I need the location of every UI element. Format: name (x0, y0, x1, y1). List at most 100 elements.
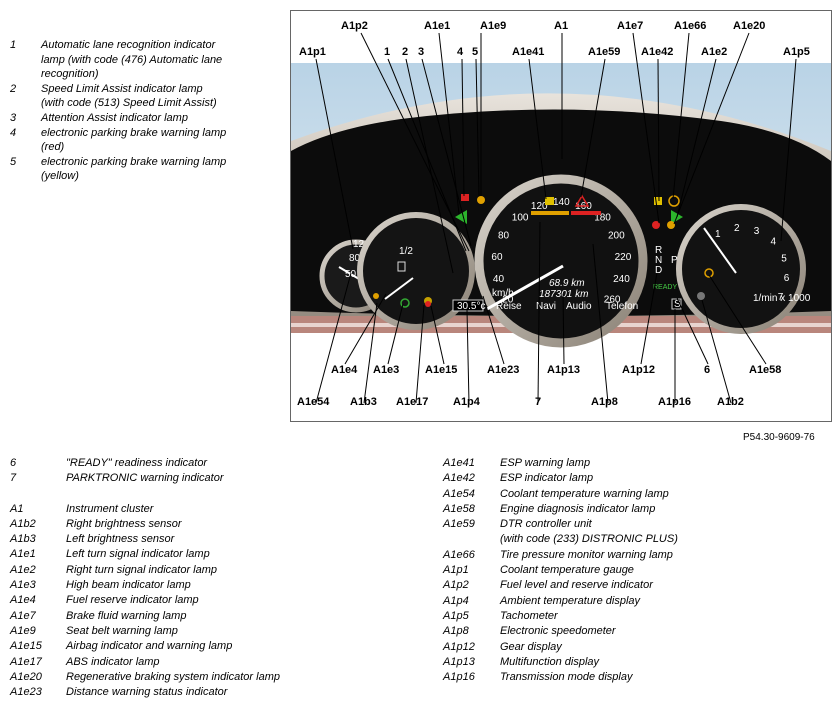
legend-code: A1e4 (10, 594, 36, 607)
tacho-tick-label: 3 (754, 226, 760, 237)
high-beam-lamp (400, 298, 410, 308)
menu-item-audio: Audio (566, 301, 592, 312)
legend-description: Instrument cluster (66, 502, 154, 515)
legend-description: Tire pressure monitor warning lamp (500, 548, 673, 561)
legend-text: Speed Limit Assist indicator lamp (41, 82, 203, 95)
legend-row: A1e4 Fuel reserve indicator lamp (10, 593, 280, 608)
ready-indicator: READY (653, 284, 677, 291)
legend-item-3: 3 Attention Assist indicator lamp (10, 111, 280, 126)
fuel-gauge (357, 212, 475, 330)
legend-text: (with code (513) Speed Limit Assist) (41, 97, 217, 110)
airbag-lamp (425, 301, 431, 307)
legend-code: A1p2 (443, 579, 469, 592)
legend-text: (yellow) (41, 170, 79, 183)
brake-fluid-lamp (652, 221, 660, 229)
legend-row: A1p8 Electronic speedometer (443, 624, 678, 639)
legend-code: A1e23 (10, 686, 42, 699)
legend-code: A1p16 (443, 671, 475, 684)
label-6: 6 (704, 364, 710, 376)
label-A1e41: A1e41 (512, 46, 544, 58)
label-4: 4 (457, 46, 464, 58)
label-A1e20: A1e20 (733, 20, 765, 32)
legend-text: recognition) (41, 68, 99, 81)
label-A1p16: A1p16 (658, 396, 691, 408)
legend-right-column: A1e41 ESP warning lamp A1e42 ESP indicator… (443, 456, 678, 685)
esp-indicator-lamp (654, 197, 662, 205)
legend-code: A1e54 (443, 487, 475, 500)
legend-code: A1e42 (443, 472, 475, 485)
legend-code: A1e59 (443, 518, 475, 531)
legend-code: A1e9 (10, 624, 36, 637)
legend-description: ESP warning lamp (500, 457, 591, 469)
speed-tick-label: 200 (608, 230, 625, 241)
instrument-cluster-illustration: 120° 80 50 1/2 20 40 60 80 100 120 140 1… (291, 20, 831, 408)
coolant-needle (338, 266, 360, 280)
legend-row: 6"READY" readiness indicator (10, 456, 280, 471)
tachometer-needle (703, 227, 737, 274)
gear-n: N (655, 255, 662, 266)
distance-bar-yellow (531, 211, 569, 215)
label-A1b2: A1b2 (717, 396, 744, 408)
label-A1e42: A1e42 (641, 46, 673, 58)
speed-tick-label: 260 (604, 295, 621, 306)
legend-description: Distance warning status indicator (66, 686, 228, 699)
menu-item-reise: Reise (496, 301, 522, 312)
tacho-tick-label: 2 (734, 223, 740, 234)
speed-unit: km/h (492, 288, 514, 299)
label-A1e54: A1e54 (297, 396, 330, 408)
speed-tick-label: 220 (615, 252, 632, 263)
distance-bar-red (571, 211, 601, 215)
fuel-half-label: 1/2 (399, 246, 413, 257)
leader-lines (315, 32, 797, 404)
speed-tick-label: 80 (498, 230, 510, 241)
legend-row: (with code (233) DISTRONIC PLUS) (443, 532, 678, 547)
label-A1e58: A1e58 (749, 364, 781, 376)
legend-description: Gear display (500, 640, 562, 653)
legend-code: A1p13 (443, 655, 475, 668)
legend-item-2: 2 Speed Limit Assist indicator lamp (wit… (10, 82, 280, 111)
legend-description: Electronic speedometer (500, 625, 616, 638)
legend-description: Seat belt warning lamp (66, 624, 178, 637)
label-A1: A1 (554, 20, 568, 32)
esp-warning-lamp (545, 197, 554, 205)
legend-code: A1e3 (10, 579, 36, 592)
legend-description: Fuel reserve indicator lamp (66, 594, 199, 607)
legend-code: A1e15 (10, 640, 42, 653)
tacho-tick-label: 5 (781, 253, 787, 264)
tachometer (676, 204, 806, 334)
label-A1e2: A1e2 (701, 46, 727, 58)
legend-description: PARKTRONIC warning indicator (66, 472, 224, 485)
legend-text: lamp (with code (476) Automatic lane (41, 53, 223, 66)
legend-number: 1 (10, 39, 17, 51)
label-A1e15: A1e15 (425, 364, 457, 376)
dtr-warning-icon (574, 194, 590, 207)
legend-number: 3 (10, 111, 17, 124)
label-5: 5 (472, 46, 478, 58)
odometer: 187301 km (539, 289, 588, 300)
legend-row: 7 PARKTRONIC warning indicator (10, 471, 280, 486)
label-A1p12: A1p12 (622, 364, 655, 376)
legend-code: 7 (10, 472, 17, 485)
legend-code: A1p8 (443, 625, 469, 638)
legend-left-column: 6"READY" readiness indicator 7 PARKTRONIC… (10, 456, 280, 700)
regenerative-braking-lamp (668, 195, 680, 207)
speed-tick-label: 40 (493, 274, 505, 285)
legend-description: ESP indicator lamp (500, 472, 594, 485)
legend-description: Brake fluid warning lamp (66, 609, 187, 622)
legend-description: Regenerative braking system indicator la… (66, 670, 280, 683)
legend-code: A1e41 (443, 457, 475, 469)
label-A1e23: A1e23 (487, 364, 519, 376)
label-A1p2: A1p2 (341, 20, 368, 32)
legend-text: Attention Assist indicator lamp (41, 111, 188, 124)
